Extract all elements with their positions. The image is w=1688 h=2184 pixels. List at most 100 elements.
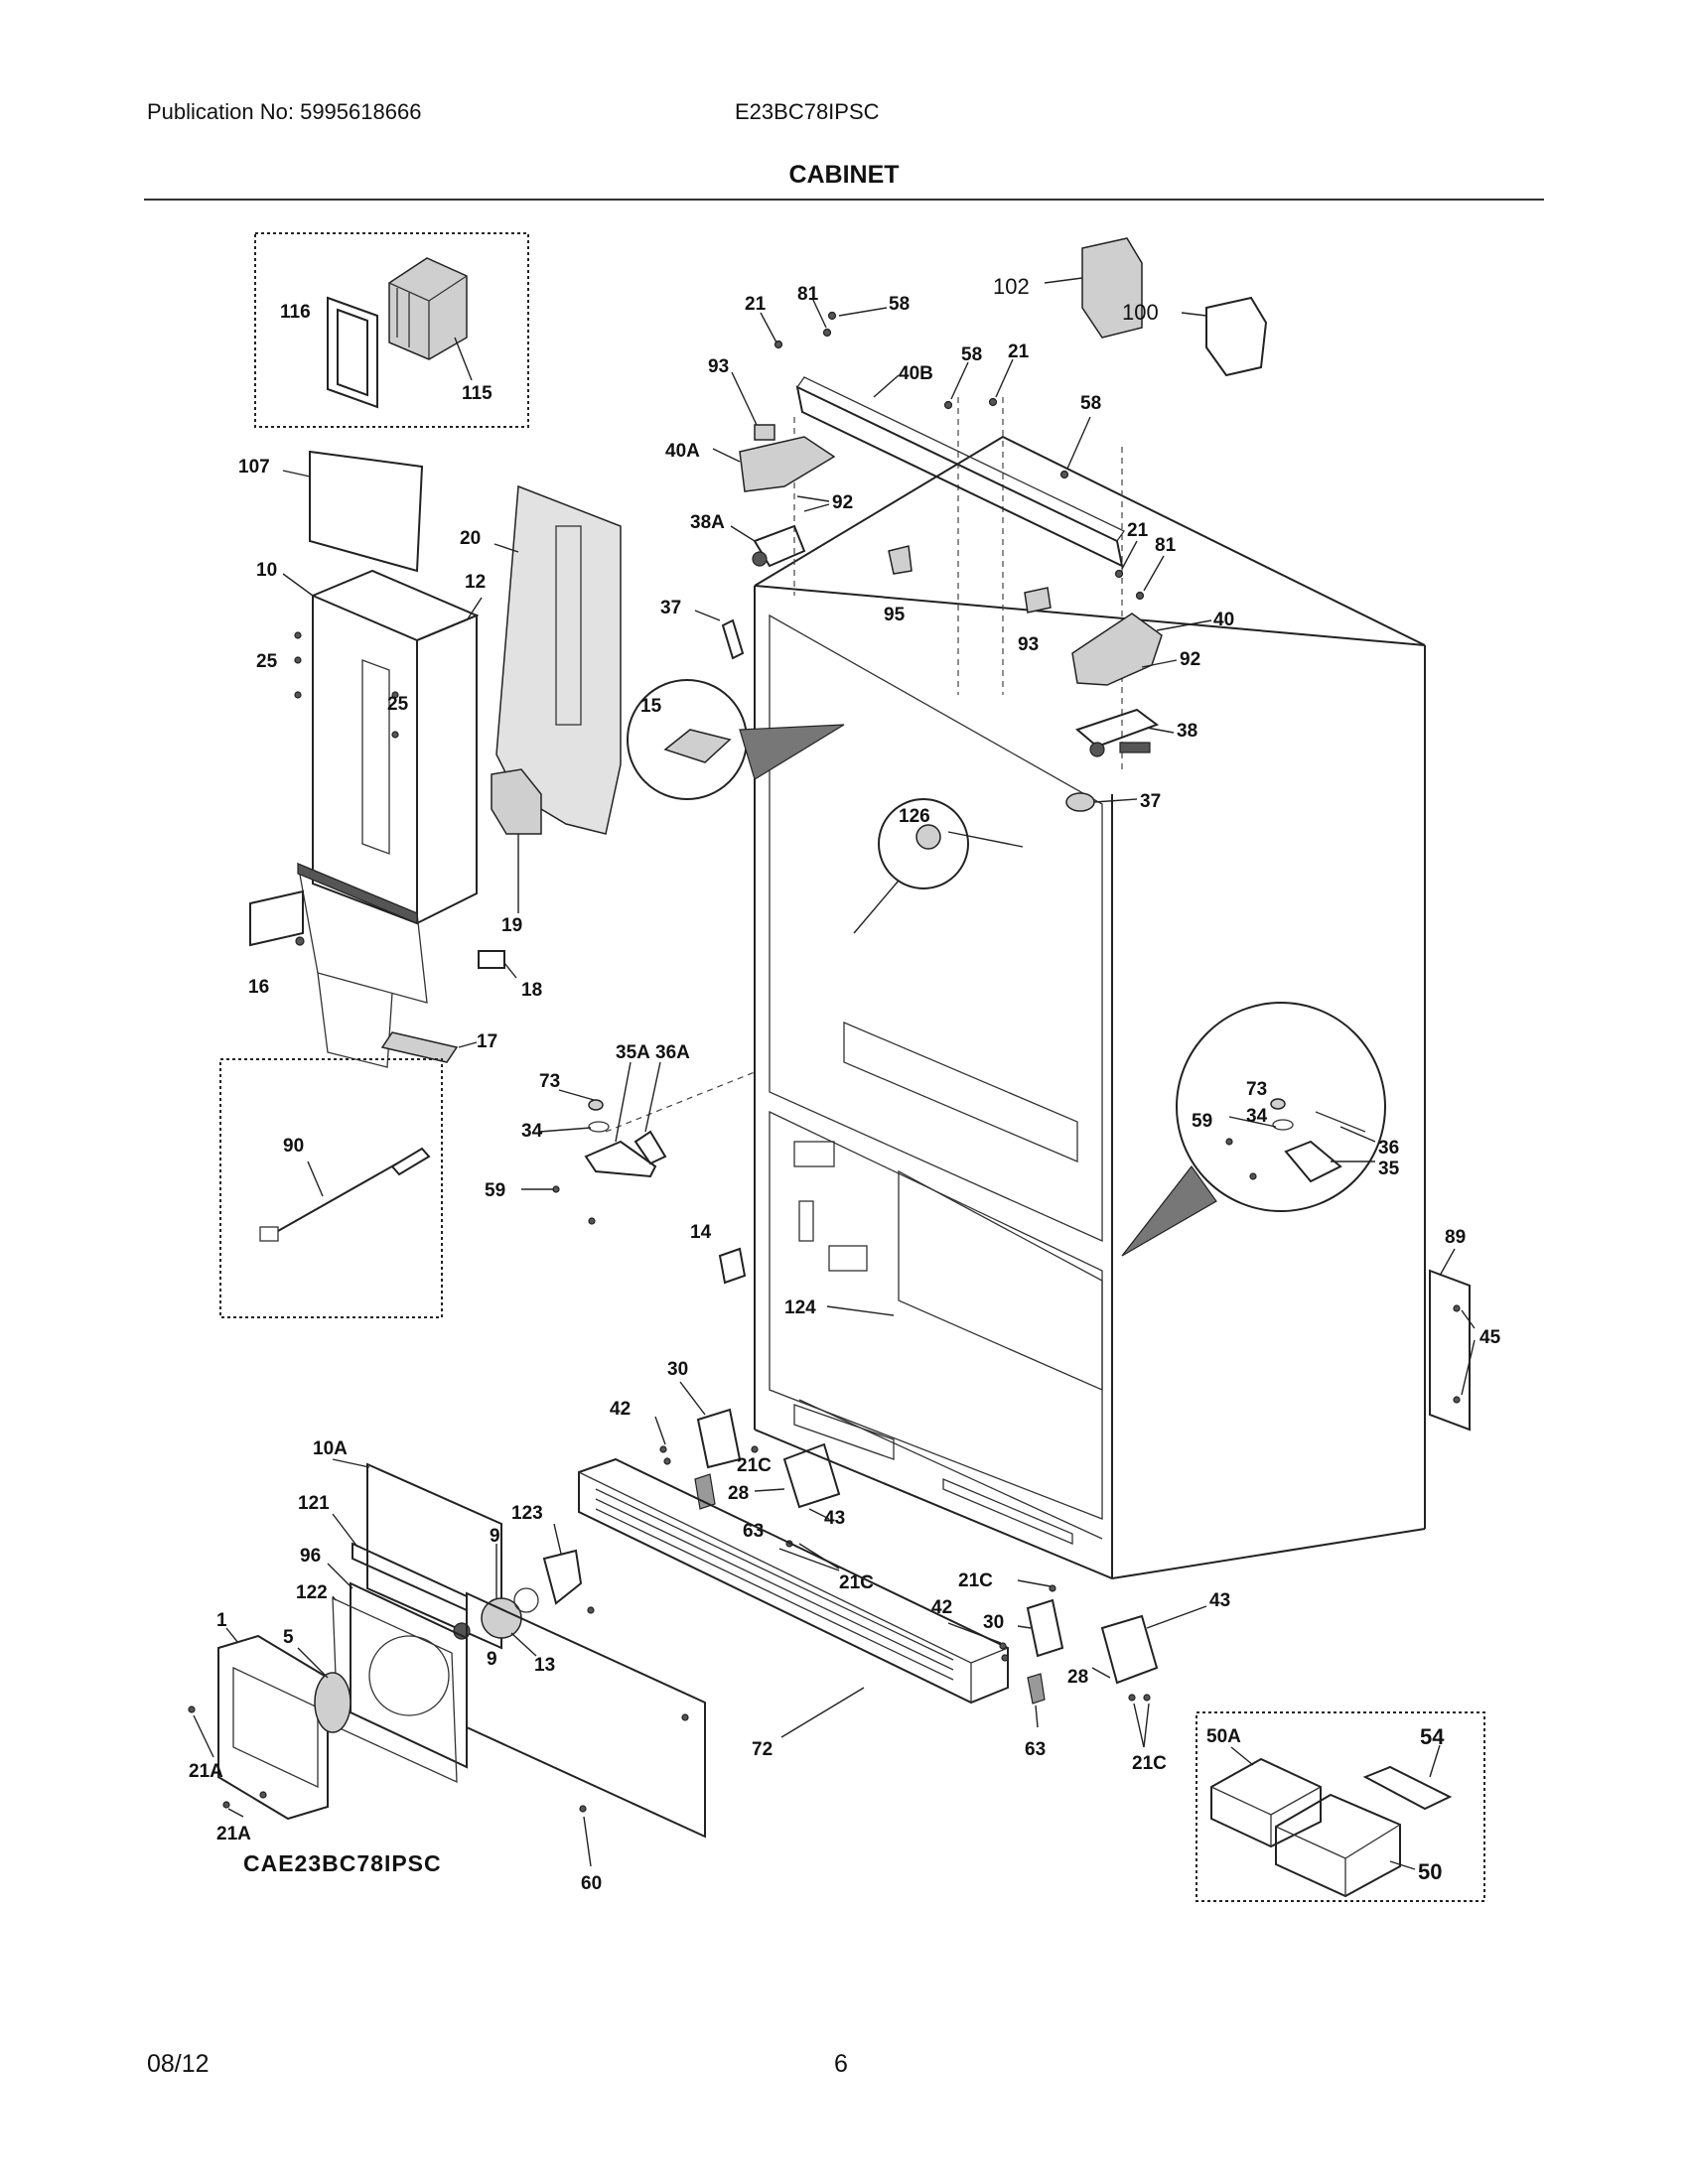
callout-100: 100 [1122, 300, 1159, 325]
svg-text:81: 81 [797, 284, 819, 305]
svg-text:21: 21 [745, 294, 767, 315]
callout-20: 20 [460, 528, 481, 549]
svg-text:40A: 40A [665, 441, 700, 462]
inset-box-90 [219, 1058, 443, 1318]
cabinet-shell [754, 397, 1426, 1580]
callout-122: 122 [296, 1582, 328, 1603]
svg-text:35A: 35A [616, 1042, 650, 1063]
callout-28-lower: 28 [1067, 1667, 1088, 1688]
svg-text:122: 122 [296, 1582, 328, 1603]
callout-12: 12 [465, 572, 486, 593]
svg-text:123: 123 [511, 1503, 543, 1524]
callout-21c-lower-b: 21C [1132, 1753, 1167, 1774]
callout-21c-upper-a: 21C [737, 1455, 772, 1476]
grille-72 [578, 1457, 1009, 1738]
callout-81-right: 81 [1155, 535, 1177, 556]
callout-58-top-mid: 58 [961, 344, 982, 365]
callout-13: 13 [534, 1655, 555, 1676]
callout-37-left: 37 [660, 598, 681, 618]
callout-92-right: 92 [1180, 649, 1200, 670]
callout-93-top: 93 [708, 356, 729, 377]
svg-text:9: 9 [487, 1649, 497, 1670]
callout-107: 107 [238, 457, 270, 478]
callout-59-left: 59 [485, 1180, 505, 1201]
callout-50: 50 [1418, 1859, 1442, 1884]
svg-text:60: 60 [581, 1873, 602, 1894]
svg-text:93: 93 [708, 356, 729, 377]
svg-text:40B: 40B [899, 363, 933, 384]
callout-40b: 40B [899, 363, 933, 384]
callout-126: 126 [899, 806, 930, 827]
svg-text:40: 40 [1213, 610, 1234, 630]
svg-text:38A: 38A [690, 512, 725, 533]
svg-text:21C: 21C [737, 1455, 772, 1476]
diagram-code: CAE23BC78IPSC [243, 1850, 442, 1876]
callout-36a: 36A [655, 1042, 690, 1063]
callout-58-top-left: 58 [889, 294, 910, 315]
svg-text:92: 92 [1180, 649, 1200, 670]
callout-35-right: 35 [1378, 1159, 1400, 1179]
callout-93-right: 93 [1018, 634, 1039, 655]
svg-text:96: 96 [300, 1546, 321, 1567]
svg-text:34: 34 [1246, 1106, 1268, 1127]
lower-left-hinge [654, 1381, 841, 1571]
svg-text:36A: 36A [655, 1042, 690, 1063]
callout-17: 17 [477, 1031, 497, 1052]
detail-126 [853, 798, 1024, 934]
callout-18: 18 [521, 980, 542, 1001]
svg-text:21C: 21C [839, 1572, 874, 1593]
footer-date: 08/12 [147, 2050, 210, 2078]
callout-21a-upper: 21A [189, 1761, 223, 1782]
svg-text:93: 93 [1018, 634, 1039, 655]
callout-21c-upper-b: 21C [839, 1572, 874, 1593]
callout-60: 60 [581, 1873, 602, 1894]
callout-40: 40 [1213, 610, 1234, 630]
svg-text:102: 102 [993, 274, 1030, 299]
callout-1: 1 [216, 1610, 227, 1631]
svg-text:116: 116 [280, 302, 311, 323]
svg-text:18: 18 [521, 980, 542, 1001]
svg-text:42: 42 [610, 1399, 631, 1420]
svg-text:21C: 21C [958, 1570, 993, 1591]
callout-123: 123 [511, 1503, 543, 1524]
callout-89: 89 [1445, 1227, 1466, 1248]
svg-text:15: 15 [640, 696, 662, 717]
fan-assembly [188, 1458, 706, 1867]
svg-text:28: 28 [728, 1483, 749, 1504]
svg-text:34: 34 [521, 1121, 543, 1142]
inset-box-50 [1196, 1711, 1485, 1902]
callout-63-lower: 63 [1025, 1739, 1046, 1760]
svg-text:92: 92 [832, 492, 853, 513]
callout-54: 54 [1420, 1724, 1445, 1749]
callout-38a: 38A [690, 512, 725, 533]
publication-number: Publication No: 5995618666 [147, 99, 422, 124]
svg-text:90: 90 [283, 1136, 304, 1157]
callout-102: 102 [993, 274, 1030, 299]
callout-10: 10 [256, 560, 277, 581]
svg-text:59: 59 [485, 1180, 505, 1201]
callout-21-top-mid: 21 [1008, 341, 1030, 362]
callout-21-top-left: 21 [745, 294, 767, 315]
svg-text:1: 1 [216, 1610, 227, 1631]
svg-text:42: 42 [931, 1597, 952, 1618]
svg-text:21: 21 [1127, 520, 1149, 541]
callout-15: 15 [640, 696, 662, 717]
callout-40a: 40A [665, 441, 700, 462]
svg-text:58: 58 [961, 344, 982, 365]
svg-text:43: 43 [824, 1508, 845, 1529]
svg-text:72: 72 [752, 1739, 773, 1760]
svg-text:58: 58 [1080, 393, 1101, 414]
svg-text:59: 59 [1192, 1111, 1212, 1132]
svg-text:16: 16 [248, 977, 269, 998]
callout-96: 96 [300, 1546, 321, 1567]
left-assembly [249, 450, 622, 1068]
callout-9-upper: 9 [490, 1526, 500, 1547]
callout-92-top: 92 [832, 492, 853, 513]
callout-21-top-right: 21 [1127, 520, 1149, 541]
svg-text:115: 115 [462, 383, 492, 404]
callout-38: 38 [1177, 721, 1197, 742]
callout-5: 5 [283, 1627, 294, 1648]
callout-45: 45 [1479, 1327, 1501, 1348]
svg-text:25: 25 [387, 694, 409, 715]
